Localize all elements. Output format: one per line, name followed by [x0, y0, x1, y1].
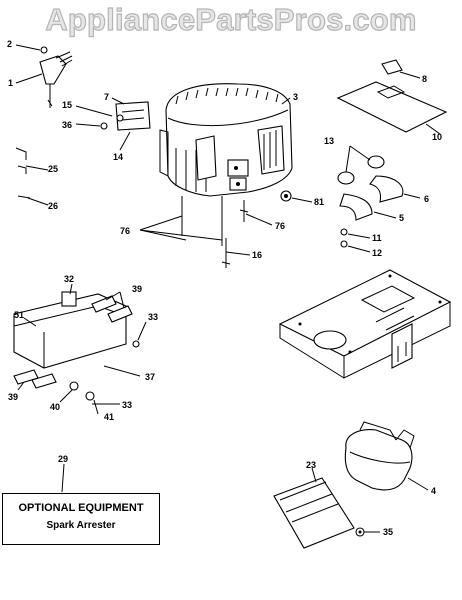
callout-2: 2	[7, 39, 12, 49]
callout-39a: 39	[132, 284, 142, 294]
part-cover-plate	[336, 59, 448, 135]
part-81-nut	[280, 190, 313, 203]
part-governor-bracket	[75, 97, 151, 151]
callout-11: 11	[372, 233, 382, 243]
callout-32: 32	[64, 274, 74, 284]
callout-10: 10	[432, 132, 442, 142]
callout-36: 36	[62, 120, 72, 130]
engine-block	[159, 83, 293, 246]
callout-41: 41	[104, 412, 114, 422]
callout-76b: 76	[120, 226, 130, 236]
callout-25: 25	[48, 164, 58, 174]
part-throttle-control	[15, 44, 73, 108]
part-spark-arrester	[273, 467, 380, 549]
callout-6: 6	[424, 194, 429, 204]
leader-29	[61, 463, 65, 493]
callout-16: 16	[252, 250, 262, 260]
part-exhaust-pipes	[337, 145, 421, 253]
callout-33a: 33	[148, 312, 158, 322]
watermark: AppliancePartsPros.com	[45, 1, 417, 37]
callout-76a: 76	[275, 221, 285, 231]
callout-12: 12	[372, 248, 382, 258]
callout-labels: 2 1 3 7 15 36 14 25 26 8 10 13 6 81 5 76…	[7, 39, 442, 537]
callout-39b: 39	[8, 392, 18, 402]
callout-13: 13	[324, 136, 334, 146]
callout-33b: 33	[122, 400, 132, 410]
callout-3: 3	[293, 92, 298, 102]
callout-8: 8	[422, 74, 427, 84]
callout-7: 7	[104, 92, 109, 102]
callout-4: 4	[431, 486, 436, 496]
callout-5: 5	[399, 213, 404, 223]
optional-equipment-title: OPTIONAL EQUIPMENT	[18, 502, 144, 514]
callout-51: 51	[14, 310, 24, 320]
callout-35: 35	[383, 527, 393, 537]
optional-equipment-subtitle: Spark Arrester	[46, 520, 116, 531]
callout-1: 1	[8, 78, 13, 88]
part-springs	[15, 147, 49, 206]
callout-26: 26	[48, 201, 58, 211]
part-frame-plate	[278, 269, 452, 379]
part-intake-housing	[13, 283, 147, 415]
callout-15: 15	[62, 100, 72, 110]
callout-81: 81	[314, 197, 324, 207]
callout-14: 14	[113, 152, 123, 162]
part-muffler	[344, 421, 429, 491]
optional-equipment-box: OPTIONAL EQUIPMENT Spark Arrester	[2, 493, 160, 545]
callout-29: 29	[58, 454, 68, 464]
callout-37: 37	[145, 372, 155, 382]
callout-23: 23	[306, 460, 316, 470]
part-mount-bolts	[139, 200, 273, 268]
callout-40: 40	[50, 402, 60, 412]
